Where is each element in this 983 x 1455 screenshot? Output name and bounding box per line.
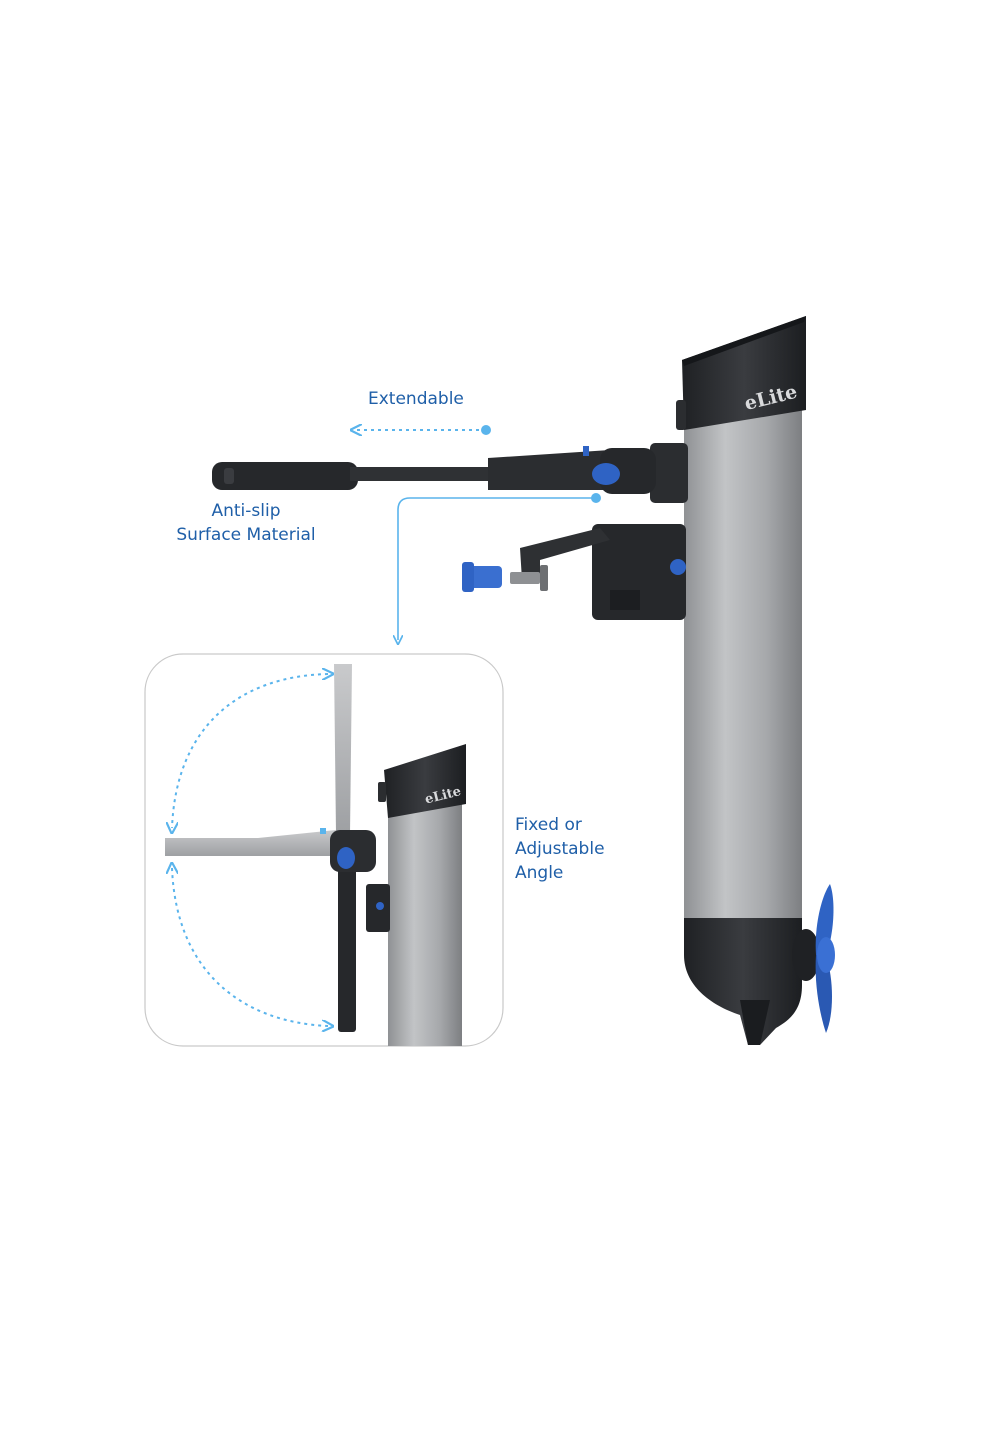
curved-dotted-arrow-icon xyxy=(172,674,328,1026)
extendable-label: Extendable xyxy=(368,389,464,409)
angle-inset-panel: eLite xyxy=(144,653,504,1047)
angle-knob xyxy=(592,463,620,485)
lock-knob xyxy=(670,559,686,575)
outboard-motor: eLite xyxy=(212,316,835,1045)
anti-slip-label: Anti-slip Surface Material xyxy=(166,499,326,547)
anti-slip-line-2: Surface Material xyxy=(176,525,316,545)
arrow-down-icon xyxy=(398,493,601,640)
dotted-arrow-left-icon xyxy=(356,425,491,435)
angle-line-2: Adjustable xyxy=(515,839,605,859)
mount-clamp xyxy=(462,524,686,620)
anti-slip-line-1: Anti-slip xyxy=(211,501,281,521)
motor-lower-unit xyxy=(684,918,802,1045)
adjustable-angle-label: Fixed or Adjustable Angle xyxy=(515,813,605,885)
propeller-icon xyxy=(815,884,835,1033)
tiller-mount xyxy=(650,443,688,503)
angle-line-3: Angle xyxy=(515,863,564,883)
motor-top-cap xyxy=(682,316,806,430)
tiller-handle xyxy=(212,446,656,494)
motor-shaft xyxy=(684,395,802,935)
angle-line-1: Fixed or xyxy=(515,815,582,835)
